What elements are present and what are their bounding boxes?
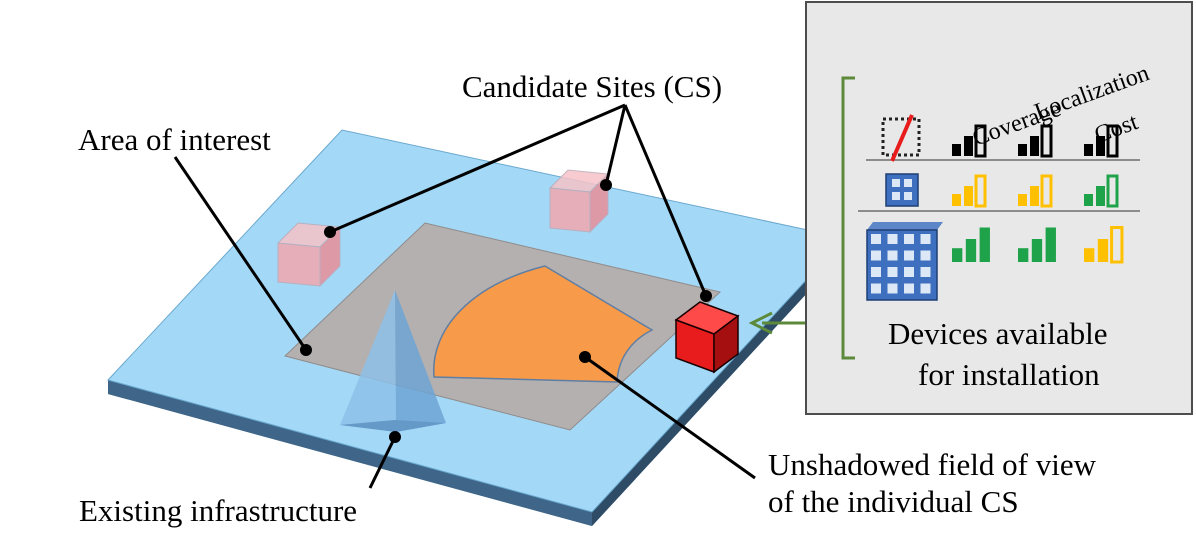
rating-bar — [1096, 136, 1105, 156]
array-cell — [904, 267, 914, 277]
area-of-interest-label: Area of interest — [78, 122, 271, 157]
unshadowed-fov-label-line1: Unshadowed field of view — [768, 447, 1097, 482]
rating-bars — [952, 124, 1124, 264]
leader-dots — [300, 179, 712, 443]
rating-bar — [1106, 174, 1119, 208]
rating-bar — [1040, 124, 1053, 158]
infrastructure-pyramid — [340, 290, 446, 432]
candidate-site-cube-top — [548, 169, 610, 234]
candidate-site-cube-left — [276, 222, 342, 288]
rating-localization-row-3 — [1018, 227, 1056, 262]
rating-coverage-row-2 — [952, 174, 987, 208]
rating-bar — [952, 144, 961, 156]
rating-bar — [964, 186, 973, 206]
existing-infrastructure-label: Existing infrastructure — [79, 493, 357, 528]
rating-bar — [1084, 194, 1093, 206]
array-cell — [920, 250, 931, 261]
panel-caption-line1: Devices available — [888, 316, 1107, 351]
rating-bar — [1106, 124, 1119, 158]
array-cell — [904, 283, 914, 294]
rating-bar — [1084, 248, 1095, 262]
panel-bracket — [841, 76, 855, 360]
rating-coverage-row-3 — [952, 227, 990, 262]
device-panel: Coverage Localization Cost Devices avail… — [805, 1, 1193, 415]
panel-caption-line2: for installation — [918, 357, 1100, 392]
rating-bar — [952, 194, 961, 206]
rating-bar — [952, 248, 963, 262]
rating-bar — [1018, 144, 1027, 156]
small-array-icon — [885, 173, 919, 207]
rating-coverage-row-1 — [952, 124, 987, 158]
array-cell — [871, 283, 881, 294]
array-cell — [887, 234, 898, 244]
rating-bar — [1040, 174, 1053, 208]
field-of-view-region — [433, 265, 654, 383]
rating-cost-row-2 — [1084, 174, 1119, 208]
rating-bar — [974, 124, 987, 158]
array-cell — [887, 283, 898, 294]
no-device-icon — [881, 114, 921, 162]
rating-bar — [974, 174, 987, 208]
rating-localization-row-2 — [1018, 174, 1053, 208]
rating-bar — [1084, 144, 1093, 156]
rating-bar — [1030, 186, 1039, 206]
array-cell — [904, 250, 914, 261]
leader-lines — [173, 103, 756, 489]
rating-bar — [1097, 239, 1109, 262]
candidate-site-cube-selected — [674, 301, 740, 374]
rating-bar — [964, 136, 973, 156]
array-cell — [871, 267, 881, 277]
array-cell — [887, 267, 898, 277]
rating-bar — [1096, 186, 1105, 206]
rating-cost-row-1 — [1084, 124, 1119, 158]
rating-bar — [1018, 194, 1027, 206]
unshadowed-fov-label-line2: of the individual CS — [768, 484, 1019, 519]
rating-bar — [965, 239, 977, 262]
array-cell — [920, 267, 931, 277]
array-cell — [887, 250, 898, 261]
rating-bar — [1045, 227, 1056, 262]
array-cell — [920, 234, 931, 244]
candidate-sites-label: Candidate Sites (CS) — [462, 69, 722, 104]
rating-bar — [1031, 239, 1043, 262]
array-cell — [904, 234, 914, 244]
rating-localization-row-1 — [1018, 124, 1053, 158]
rating-bar — [1018, 248, 1029, 262]
rating-bar — [1110, 226, 1124, 264]
large-array-icon — [866, 222, 943, 301]
rating-cost-row-3 — [1084, 226, 1124, 264]
rating-bar — [979, 227, 990, 262]
array-cell — [920, 283, 931, 294]
array-cell — [871, 250, 881, 261]
array-cell — [871, 234, 881, 244]
rating-bar — [1030, 136, 1039, 156]
